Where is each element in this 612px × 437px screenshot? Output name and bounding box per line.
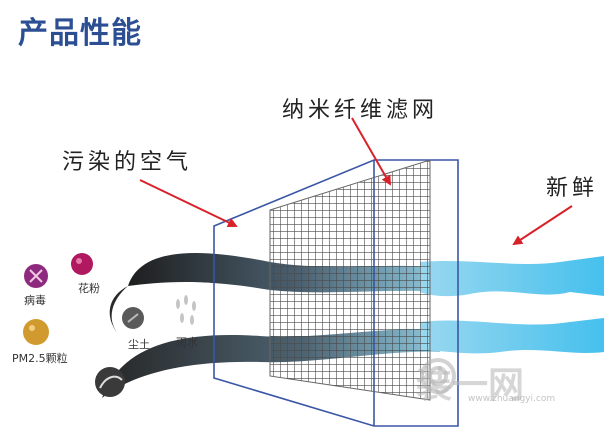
rain-label: 雨水 xyxy=(176,336,198,349)
fresh-label: 新鲜 xyxy=(546,176,599,201)
polluted-air-label: 污染的空气 xyxy=(62,150,193,175)
watermark-logo xyxy=(420,358,456,394)
watermark-text: 装一网 xyxy=(416,365,525,406)
pm25-icon xyxy=(23,319,49,345)
nanofiber-mesh xyxy=(269,159,431,401)
virus-label: 病毒 xyxy=(24,294,46,307)
pollutant-icons xyxy=(23,253,196,397)
rain-icon xyxy=(176,295,196,325)
arrow-filter xyxy=(351,117,391,186)
page-title: 产品性能 xyxy=(18,16,142,51)
annotation-arrows xyxy=(139,117,573,246)
dust-label: 尘土 xyxy=(128,338,150,351)
pollen-icon xyxy=(71,253,93,275)
arrow-polluted-air xyxy=(139,179,238,228)
watermark-url: www.zhuangyi.com xyxy=(468,394,556,404)
pm25-label: PM2.5颗粒 xyxy=(12,352,68,365)
filter-label: 纳米纤维滤网 xyxy=(282,98,439,123)
swirl-icon xyxy=(95,367,125,397)
fresh-air-stream xyxy=(420,256,604,354)
arrow-fresh xyxy=(512,205,573,246)
pollen-label: 花粉 xyxy=(78,282,100,295)
